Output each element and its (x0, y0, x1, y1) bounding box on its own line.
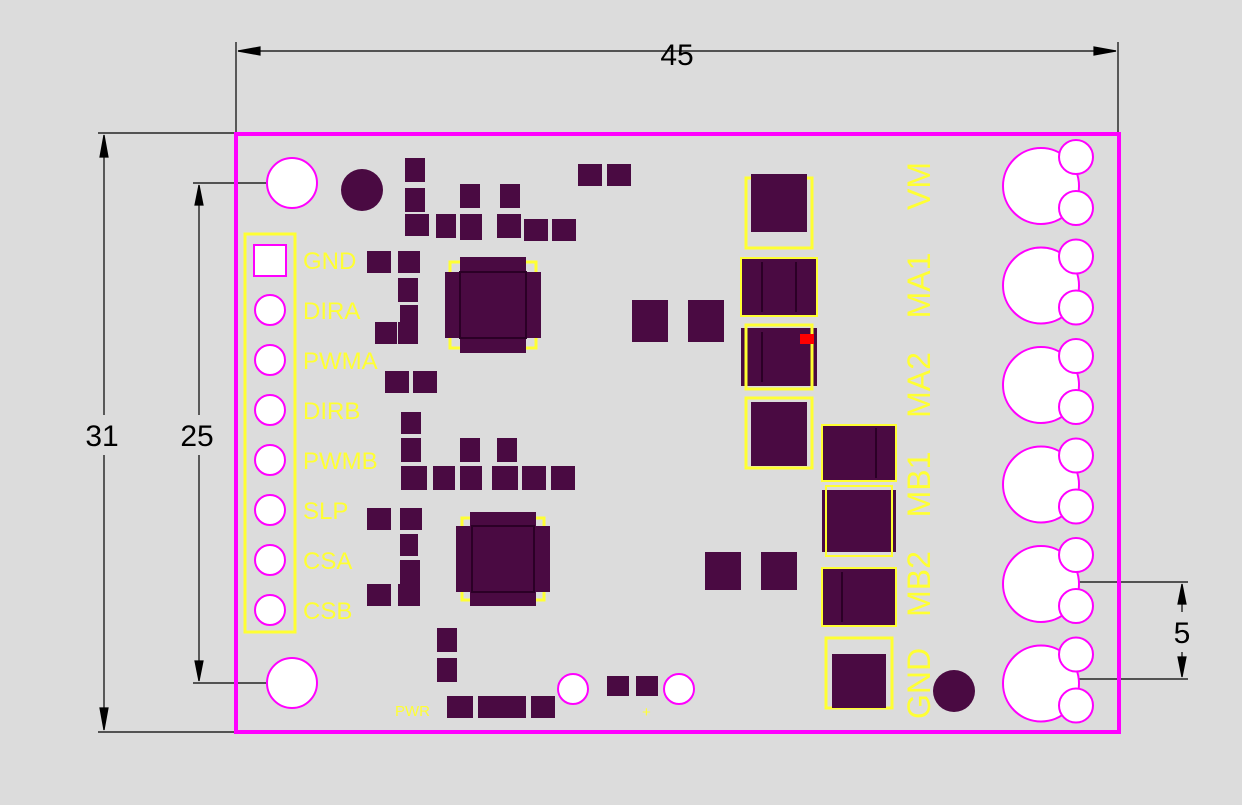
ic-motor-driver-a (445, 257, 541, 353)
dimension-terminal-pitch-label: 5 (1174, 617, 1191, 650)
fiducial-bottom (933, 670, 975, 712)
header-pin-pad (254, 394, 286, 426)
smd-pads-upper (367, 158, 724, 393)
led-pad-left (557, 673, 589, 705)
header-pin-label: CSA (303, 548, 352, 575)
capacitors-column-b (821, 424, 897, 710)
header-pin-pad (253, 244, 287, 277)
terminal-label: VM (901, 162, 937, 210)
header-pin-label: CSB (303, 598, 352, 625)
header-pin-label: PWMB (303, 448, 378, 475)
terminal-pad (1002, 537, 1094, 624)
dimension-height-label: 31 (85, 420, 118, 453)
terminal-pad (1002, 437, 1094, 525)
board-outline (234, 132, 1121, 734)
header-pin-label: GND (303, 248, 356, 275)
terminal-label: MA2 (901, 352, 937, 418)
dimension-header-pitch-label: 25 (180, 420, 213, 453)
dimension-width (235, 42, 1119, 133)
fiducial-top (341, 169, 383, 211)
capacitors-column-a (740, 174, 818, 470)
terminal-label: GND (901, 648, 937, 719)
terminal-pad (1002, 636, 1094, 724)
terminal-label: MB2 (901, 551, 937, 617)
header-pin-pad (254, 444, 286, 476)
header-labels: GND DIRA PWMA DIRB PWMB SLP CSA CSB (303, 248, 378, 625)
ic-motor-driver-b (456, 512, 550, 606)
terminal-label: MB1 (901, 452, 937, 518)
terminal-pad (1002, 238, 1094, 326)
header-pin-pad (254, 494, 286, 526)
silkscreen-pwr: PWR (395, 703, 430, 720)
led-pad-right (663, 673, 695, 705)
header-pin-pad (254, 294, 286, 326)
header-pin-pad (254, 594, 286, 626)
terminal-pad (1002, 139, 1094, 226)
dimension-width-label: 45 (660, 39, 693, 72)
header-pin-label: DIRB (303, 398, 360, 425)
terminal-pad (1002, 338, 1094, 425)
terminal-label: MA1 (901, 253, 937, 319)
pin-header-outline (243, 232, 297, 634)
header-pads (253, 244, 287, 626)
screw-terminals (1002, 139, 1094, 724)
header-pin-label: DIRA (303, 298, 360, 325)
silkscreen-plus: + (642, 704, 651, 721)
polarity-marker (800, 334, 814, 344)
mounting-hole-bottom-left (266, 657, 318, 709)
header-pin-pad (254, 344, 286, 376)
header-pin-pad (254, 544, 286, 576)
header-pin-label: PWMA (303, 348, 378, 375)
mounting-hole-top-left (266, 157, 318, 209)
header-pin-label: SLP (303, 498, 348, 525)
smd-pads-lower (367, 412, 797, 718)
